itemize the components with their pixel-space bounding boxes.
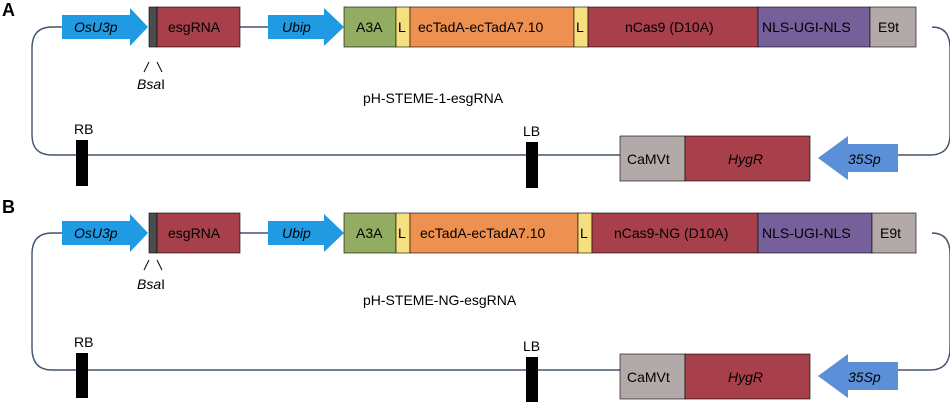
lb-border-bar-b <box>526 357 538 402</box>
plasmid-backbone-right-a <box>898 26 950 156</box>
bsai-spacer-b <box>148 212 158 254</box>
rb-border-bar-a <box>76 140 88 186</box>
ncas9-box-a <box>587 6 759 48</box>
hygr-label-a: HygR <box>728 151 763 167</box>
p35s-promoter-arrow-a <box>818 136 898 180</box>
plasmid-backbone-right-b <box>898 232 950 371</box>
nls-ugi-nls-box-a <box>757 6 871 48</box>
nls-ugi-nls-label-b: NLS-UGI-NLS <box>762 225 851 241</box>
bsai-cut-mark-right-a <box>156 61 163 73</box>
bsai-cut-mark-right-b <box>156 259 163 271</box>
ubip-promoter-arrow-b <box>268 214 344 252</box>
rb-border-bar-b <box>76 353 88 398</box>
esgrna-label-a: esgRNA <box>168 19 221 35</box>
lb-label-b: LB <box>523 338 540 354</box>
plasmid-backbone-b <box>31 232 620 371</box>
rb-label-a: RB <box>74 121 93 137</box>
camvt-label-a: CaMVt <box>627 151 670 167</box>
esgrna-box-a <box>156 6 241 48</box>
camvt-label-b: CaMVt <box>627 369 670 385</box>
nls-ugi-nls-box-b <box>757 212 873 254</box>
linker-1-label-a: L <box>398 19 406 35</box>
p35s-label-a: 35Sp <box>848 151 881 167</box>
panel-letter-b: B <box>2 197 15 217</box>
osu3p-label-a: OsU3p <box>74 19 118 35</box>
plasmid-name-b: pH-STEME-NG-esgRNA <box>363 292 517 308</box>
panel-b: B OsU3p esgRNA BsaI Ubip A3A L ecTadA-ec… <box>2 197 950 402</box>
bsai-label-b: BsaI <box>137 276 165 292</box>
tada-label-b: ecTadA-ecTadA7.10 <box>420 225 546 241</box>
ubip-promoter-arrow-a <box>268 8 344 46</box>
ubip-label-b: Ubip <box>282 225 311 241</box>
bsai-label-a: BsaI <box>137 76 165 92</box>
e9t-label-b: E9t <box>880 225 901 241</box>
esgrna-label-b: esgRNA <box>168 225 221 241</box>
a3a-box-b <box>343 212 397 254</box>
hygr-box-a <box>684 135 811 182</box>
tada-box-a <box>409 6 575 48</box>
a3a-box-a <box>343 6 397 48</box>
panel-letter-a: A <box>2 0 15 20</box>
osu3p-label-b: OsU3p <box>74 225 118 241</box>
e9t-box-a <box>869 6 917 48</box>
linker-2-label-b: L <box>580 225 588 241</box>
hygr-box-b <box>684 353 811 400</box>
p35s-label-b: 35Sp <box>848 369 881 385</box>
ubip-label-a: Ubip <box>282 19 311 35</box>
camvt-box-b <box>619 353 686 400</box>
bsai-cut-mark-left-b <box>143 259 150 271</box>
nls-ugi-nls-label-a: NLS-UGI-NLS <box>762 19 851 35</box>
plasmid-backbone-a <box>31 26 620 156</box>
tada-label-a: ecTadA-ecTadA7.10 <box>418 19 544 35</box>
a3a-label-b: A3A <box>356 225 383 241</box>
ncas9-label-a: nCas9 (D10A) <box>625 19 714 35</box>
osu3p-promoter-arrow-b <box>62 214 148 252</box>
tada-box-b <box>409 212 579 254</box>
ncas9-ng-box-b <box>591 212 759 254</box>
ncas9-ng-label-b: nCas9-NG (D10A) <box>614 225 728 241</box>
bsai-spacer-a <box>148 6 158 48</box>
lb-label-a: LB <box>523 123 540 139</box>
a3a-label-a: A3A <box>356 19 383 35</box>
e9t-label-a: E9t <box>878 19 899 35</box>
e9t-box-b <box>871 212 917 254</box>
camvt-box-a <box>619 135 686 182</box>
panel-a: A OsU3p esgRNA BsaI Ubip A3A L ecTadA-ec… <box>2 0 950 188</box>
lb-border-bar-a <box>526 142 538 188</box>
osu3p-promoter-arrow-a <box>62 8 148 46</box>
plasmid-name-a: pH-STEME-1-esgRNA <box>363 90 504 106</box>
esgrna-box-b <box>156 212 241 254</box>
linker-1-label-b: L <box>398 225 406 241</box>
bsai-cut-mark-left-a <box>143 61 150 73</box>
rb-label-b: RB <box>74 334 93 350</box>
p35s-promoter-arrow-b <box>818 354 898 398</box>
hygr-label-b: HygR <box>728 369 763 385</box>
linker-2-label-a: L <box>576 19 584 35</box>
